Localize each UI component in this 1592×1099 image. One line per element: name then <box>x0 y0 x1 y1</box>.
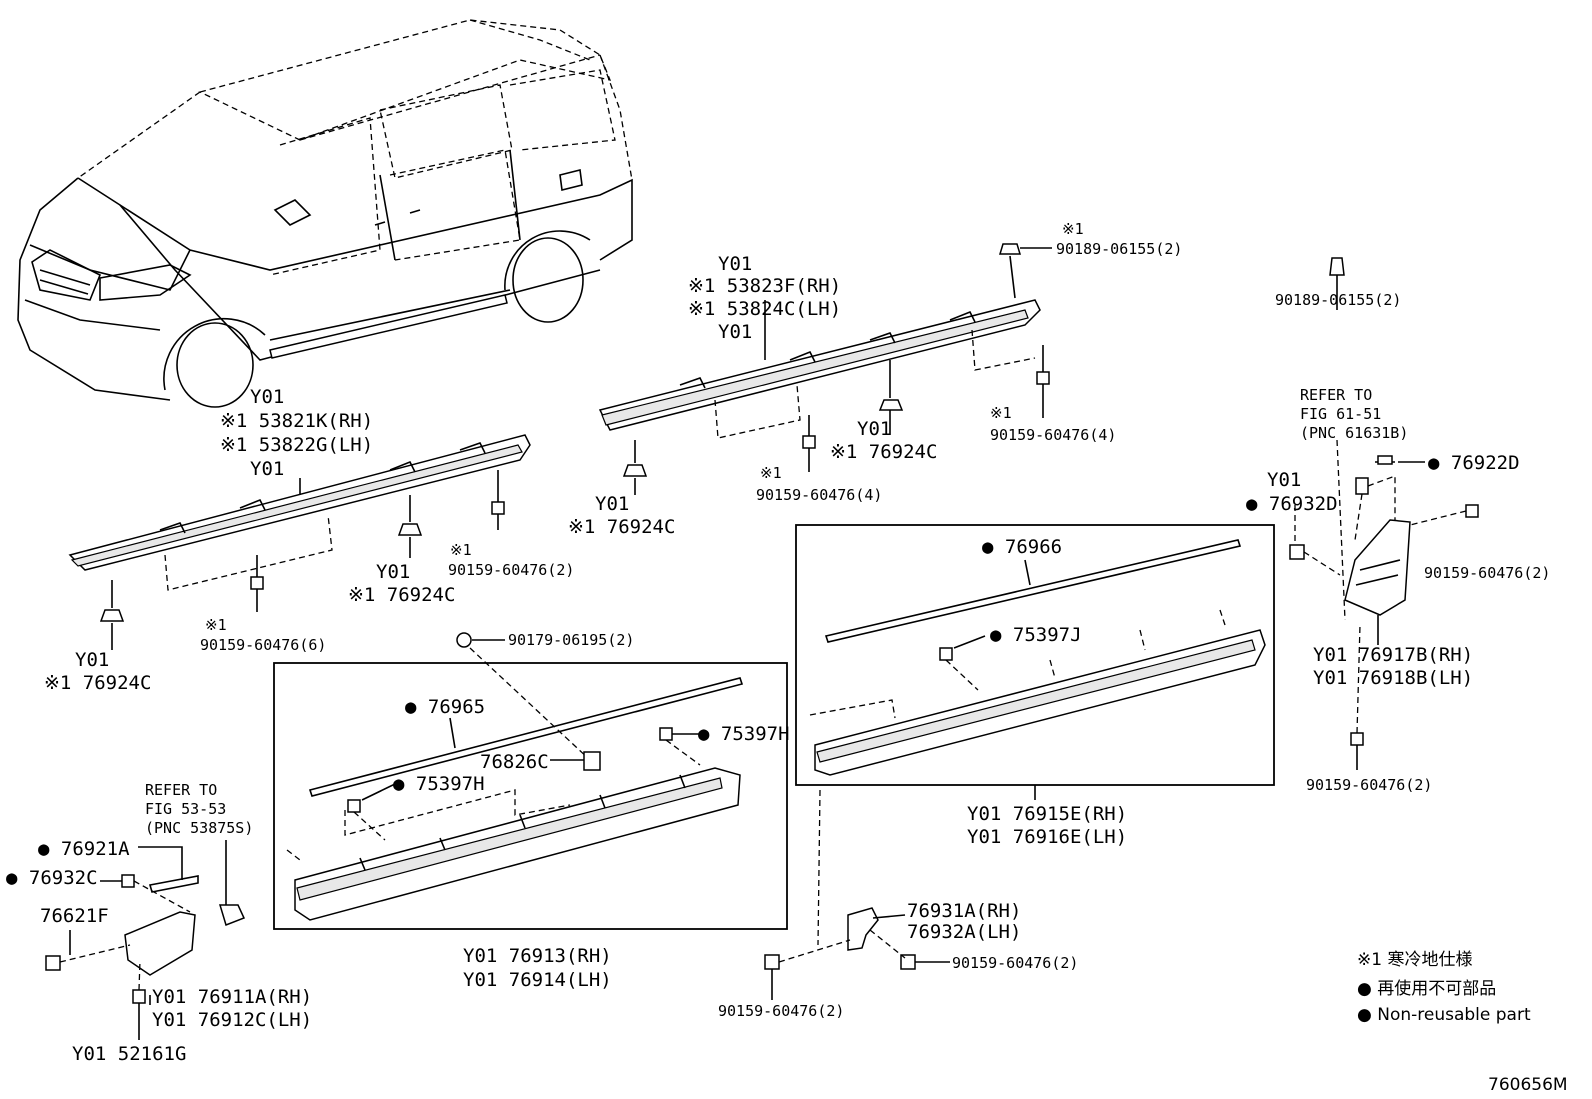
label-refer-61-c: (PNC 61631B) <box>1300 424 1408 442</box>
label-refer-61-a: REFER TO <box>1300 386 1372 404</box>
label-rear-screw-num: 90159-60476(2) <box>1424 564 1550 582</box>
rear-garnish <box>1289 257 1479 770</box>
label-box-right-75397j: ● 75397J <box>990 624 1082 646</box>
label-lower-mid-76924c: ※1 76924C <box>348 584 455 606</box>
label-bracket-screw-left: 90159-60476(2) <box>718 1002 844 1020</box>
label-rocker-lower-lh: ※1 53822G(LH) <box>220 434 373 456</box>
legend-note-1: ※1 寒冷地仕様 <box>1357 950 1472 970</box>
label-left-clip-76924c: ※1 76924C <box>568 516 675 538</box>
label-refer-61-b: FIG 61-51 <box>1300 405 1381 423</box>
van-illustration <box>17 19 633 408</box>
label-box-left-75397h-b: ● 75397H <box>393 773 485 795</box>
label-rear-y01: Y01 <box>1267 469 1301 491</box>
label-box-right-76966: ● 76966 <box>982 536 1062 558</box>
label-rocker-lower-rh: ※1 53821K(RH) <box>220 410 373 432</box>
garnish-right <box>809 539 1266 776</box>
label-rear-76932d: ● 76932D <box>1246 493 1338 515</box>
label-bracket-screw: 90159-60476(2) <box>952 954 1078 972</box>
legend-note-2: ● 再使用不可部品 <box>1357 978 1496 999</box>
label-front-76932c: ● 76932C <box>6 867 98 889</box>
label-lower-mid-y01: Y01 <box>376 561 410 583</box>
label-box-right-lh: Y01 76916E(LH) <box>967 826 1127 848</box>
label-right-screw-note: ※1 <box>760 464 782 482</box>
label-front-rh: Y01 76911A(RH) <box>152 986 312 1008</box>
label-far-clip-76924c: ※1 76924C <box>44 672 151 694</box>
rocker-panel-upper <box>598 299 1041 439</box>
label-left-clip-y01: Y01 <box>595 493 629 515</box>
rocker-panel-lower <box>68 434 531 591</box>
label-box-left-lh: Y01 76914(LH) <box>463 969 612 991</box>
label-clip-upper-note: ※1 <box>1062 220 1084 238</box>
label-rear-lh: Y01 76918B(LH) <box>1313 667 1473 689</box>
label-front-76921a: ● 76921A <box>38 838 130 860</box>
label-bracket-rh: 76931A(RH) <box>907 900 1021 922</box>
label-rear-76922d: ● 76922D <box>1428 452 1520 474</box>
label-rocker-lower-y01b: Y01 <box>250 458 284 480</box>
fasteners-upper <box>622 243 1052 495</box>
label-rocker-upper-lh: ※1 53824C(LH) <box>688 298 841 320</box>
garnish-left <box>286 632 744 921</box>
figure-id: 760656M <box>1488 1075 1568 1095</box>
legend-note-3: ● Non-reusable part <box>1357 1005 1531 1025</box>
dash-to-bracket <box>817 789 821 946</box>
label-rocker-lower-y01a: Y01 <box>250 386 284 408</box>
label-right-screw-num: 90159-60476(4) <box>756 486 882 504</box>
bracket <box>764 907 950 1000</box>
label-lower-mid-screw-note: ※1 <box>450 541 472 559</box>
label-box-right-rh: Y01 76915E(RH) <box>967 803 1127 825</box>
label-rear-rh: Y01 76917B(RH) <box>1313 644 1473 666</box>
label-screw-b-note: ※1 <box>990 404 1012 422</box>
label-front-lh: Y01 76912C(LH) <box>152 1009 312 1031</box>
label-mid-y01: Y01 <box>857 418 891 440</box>
label-clip-upper-num: 90189-06155(2) <box>1056 240 1182 258</box>
label-box-left-76826c: 76826C <box>480 751 549 773</box>
label-front-52161g: Y01 52161G <box>72 1043 186 1065</box>
labels: Y01 ※1 53823F(RH) ※1 53824C(LH) Y01 ※1 9… <box>6 220 1568 1095</box>
label-box-left-76965: ● 76965 <box>405 696 485 718</box>
label-rocker-upper-y01a: Y01 <box>718 253 752 275</box>
label-far-clip-y01: Y01 <box>75 649 109 671</box>
label-bracket-lh: 76932A(LH) <box>907 921 1021 943</box>
label-mid-76924c: ※1 76924C <box>830 441 937 463</box>
label-lower-screw6-note: ※1 <box>205 616 227 634</box>
garnish-box-left <box>273 662 788 930</box>
label-rear-bottom-screw: 90159-60476(2) <box>1306 776 1432 794</box>
label-box-left-75397h-a: ● 75397H <box>698 723 790 745</box>
fasteners-lower <box>99 470 505 650</box>
label-rear-clip-num: 90189-06155(2) <box>1275 291 1401 309</box>
label-lower-mid-screw-num: 90159-60476(2) <box>448 561 574 579</box>
label-rocker-upper-rh: ※1 53823F(RH) <box>688 275 841 297</box>
label-front-76621f: 76621F <box>40 905 109 927</box>
label-nut-90179: 90179-06195(2) <box>508 631 634 649</box>
label-refer-53-a: REFER TO <box>145 781 217 799</box>
front-garnish <box>45 840 246 1040</box>
label-refer-53-b: FIG 53-53 <box>145 800 226 818</box>
label-box-left-rh: Y01 76913(RH) <box>463 945 612 967</box>
label-lower-screw6-num: 90159-60476(6) <box>200 636 326 654</box>
label-refer-53-c: (PNC 53875S) <box>145 819 253 837</box>
label-screw-b-num: 90159-60476(4) <box>990 426 1116 444</box>
label-rocker-upper-y01b: Y01 <box>718 321 752 343</box>
